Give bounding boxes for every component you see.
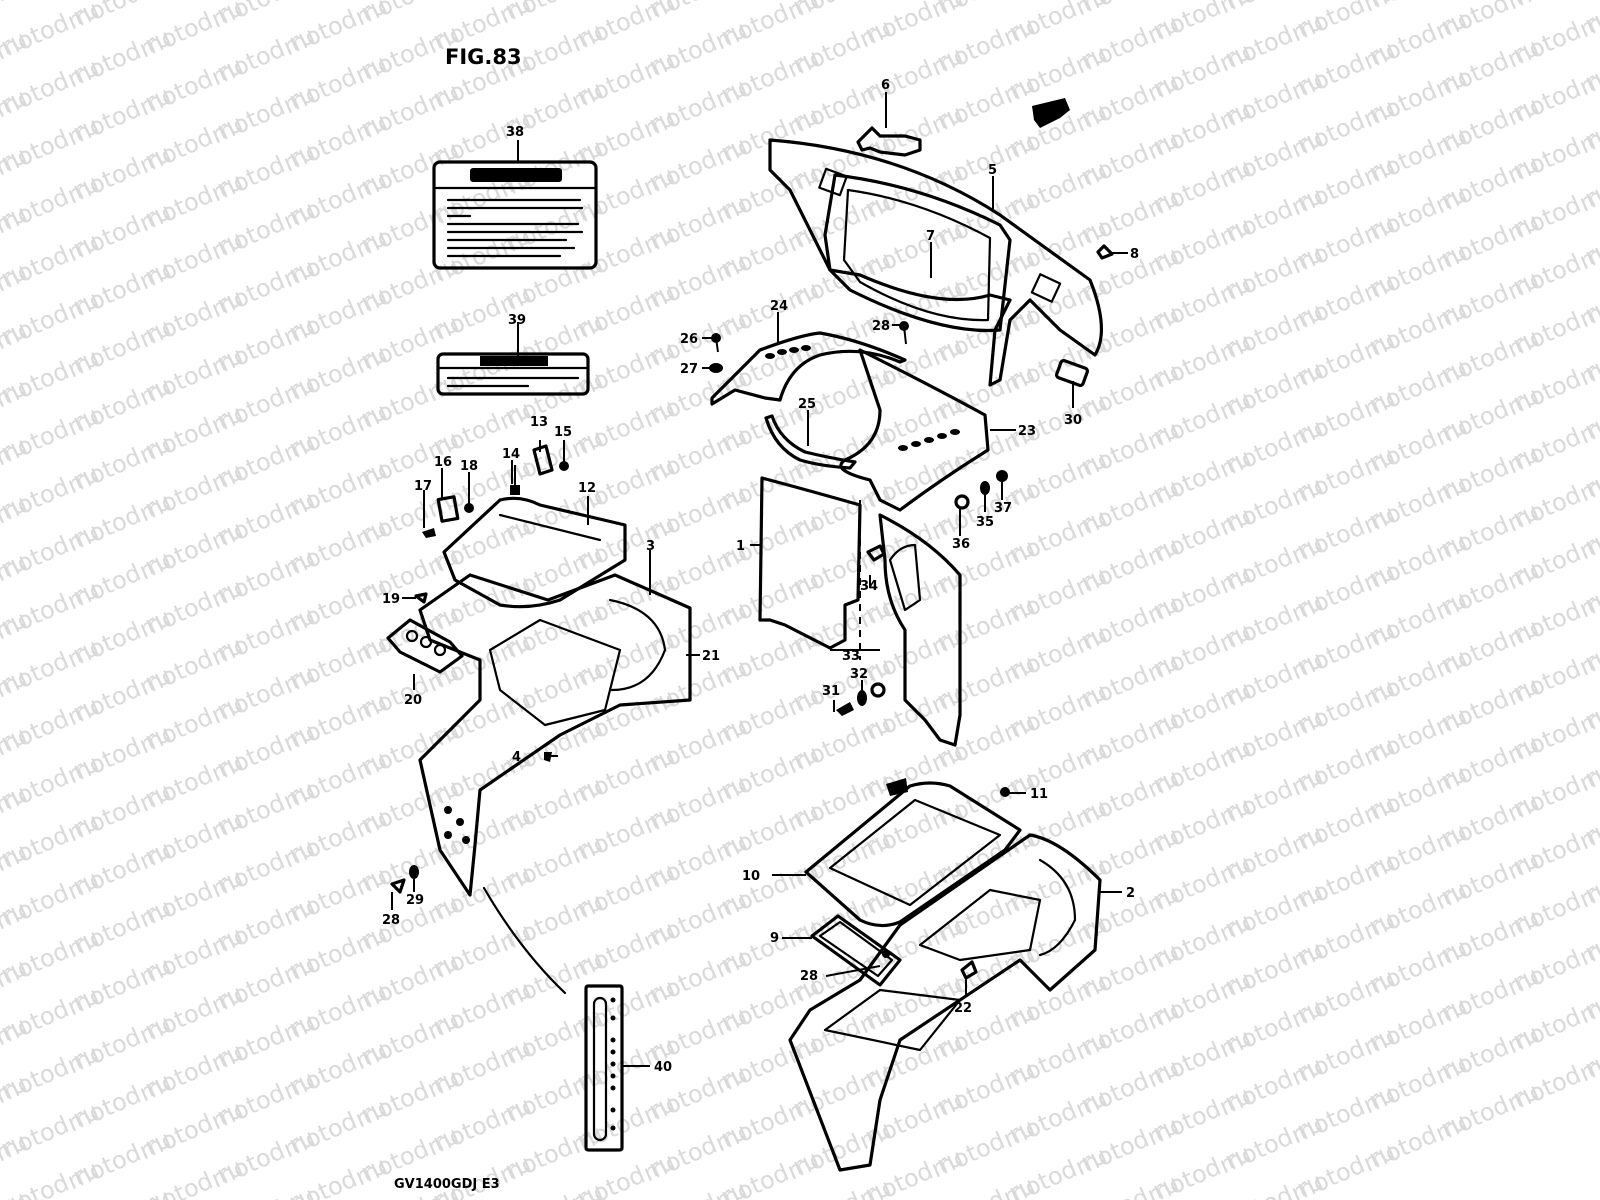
callout-21: 21	[702, 649, 720, 664]
callout-31: 31	[822, 684, 840, 699]
part-40-strip-label	[584, 984, 624, 1152]
figure-title: FIG.83	[445, 45, 522, 69]
part-18-nut	[464, 503, 474, 513]
callout-2: 2	[1126, 886, 1135, 901]
part-16-hinge	[436, 495, 460, 523]
callout-18: 18	[460, 459, 478, 474]
callout-24: 24	[770, 299, 788, 314]
part-3-frame	[418, 573, 692, 897]
callout-3: 3	[646, 539, 655, 554]
part-29-washer	[409, 865, 419, 879]
callout-26: 26	[680, 332, 698, 347]
callout-28-left: 28	[382, 913, 400, 928]
part-35-clip	[980, 481, 990, 495]
callout-labels: 38 39 6 5 7 8 30 24 26 27 28 25 23 1 3 2…	[382, 78, 1139, 1075]
callout-27: 27	[680, 362, 698, 377]
callout-25: 25	[798, 397, 816, 412]
callout-1: 1	[736, 539, 745, 554]
part-10-lid	[804, 778, 1022, 928]
callout-8: 8	[1130, 247, 1139, 262]
callout-33: 33	[842, 649, 860, 664]
callout-4: 4	[512, 750, 521, 765]
callout-7: 7	[926, 229, 935, 244]
part-28-screw-left	[390, 878, 406, 894]
part-34-screw	[866, 544, 886, 562]
part-33-outer-panel	[878, 513, 962, 747]
part-22-clip	[960, 960, 978, 980]
callout-6: 6	[881, 78, 890, 93]
callout-19: 19	[382, 592, 400, 607]
part-25-trim	[764, 414, 857, 470]
callout-28-lower: 28	[800, 969, 818, 984]
part-8-screw	[1096, 244, 1114, 260]
callout-14: 14	[502, 447, 520, 462]
callout-9: 9	[770, 931, 779, 946]
part-33-grommet	[870, 682, 886, 698]
callout-34: 34	[860, 579, 878, 594]
callout-37: 37	[994, 501, 1012, 516]
callout-17: 17	[414, 479, 432, 494]
part-24-cover	[710, 331, 907, 406]
part-32-nut	[857, 690, 867, 706]
callout-12: 12	[578, 481, 596, 496]
part-1-inner-panel	[758, 476, 862, 660]
callout-23: 23	[1018, 424, 1036, 439]
callout-16: 16	[434, 455, 452, 470]
callout-11: 11	[1030, 787, 1048, 802]
leader-lines	[391, 92, 1128, 1067]
callout-39: 39	[508, 313, 526, 328]
part-5-meter-panel	[768, 138, 1104, 387]
part-39-label	[436, 352, 590, 396]
part-31-bolt	[836, 702, 854, 716]
part-9-seal	[810, 914, 902, 987]
part-36-grommet	[954, 494, 970, 510]
part-37-clip	[996, 470, 1008, 482]
callout-28-upper: 28	[872, 319, 890, 334]
part-14-screw	[510, 465, 520, 495]
part-19-screw	[414, 592, 428, 604]
callout-30: 30	[1064, 413, 1082, 428]
part-13-latch	[532, 444, 554, 476]
part-15-grommet	[559, 461, 569, 471]
callout-35: 35	[976, 515, 994, 530]
callout-29: 29	[406, 893, 424, 908]
part-small-plate	[1032, 98, 1070, 128]
callout-22: 22	[954, 1001, 972, 1016]
callout-15: 15	[554, 425, 572, 440]
cable-line	[482, 886, 567, 995]
callout-38: 38	[506, 125, 524, 140]
part-38-warning-label	[432, 160, 598, 270]
part-11-screw	[1000, 787, 1010, 797]
callout-40: 40	[654, 1060, 672, 1075]
callout-20: 20	[404, 693, 422, 708]
model-code: GV1400GDJ E3	[394, 1177, 500, 1192]
part-23-cover	[839, 348, 990, 512]
callout-13: 13	[530, 415, 548, 430]
part-17-screw	[422, 528, 436, 538]
part-2-frame	[788, 833, 1102, 1172]
callout-10: 10	[742, 869, 760, 884]
callout-36: 36	[952, 537, 970, 552]
callout-32: 32	[850, 667, 868, 682]
part-30-grommet	[1055, 358, 1089, 388]
part-28-screw-lower	[882, 950, 890, 958]
part-12-lid	[442, 496, 627, 609]
part-6-bracket	[856, 126, 922, 157]
callout-5: 5	[988, 163, 997, 178]
